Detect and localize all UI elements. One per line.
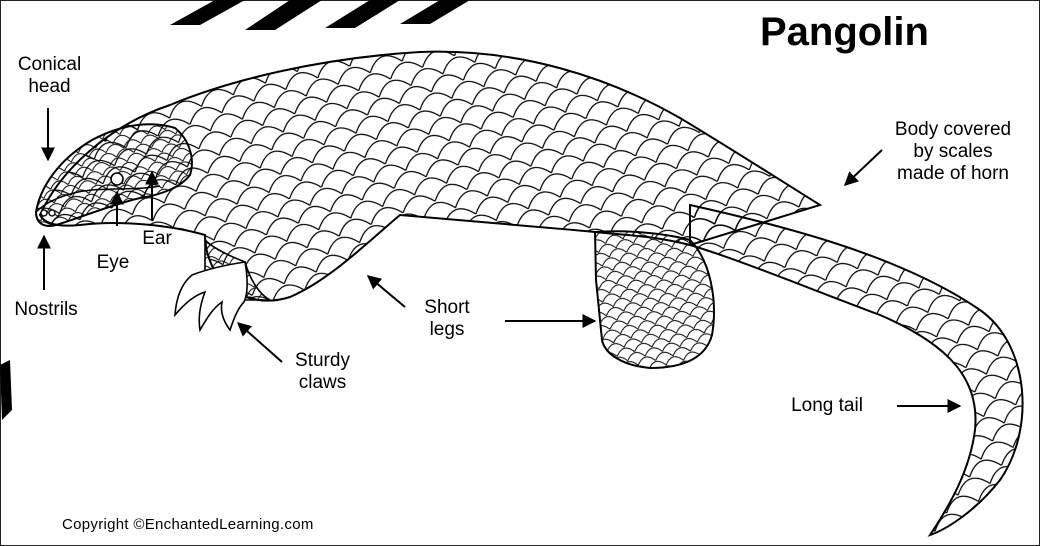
nostril-shape [41,210,47,216]
left-edge-stroke [0,360,12,420]
arrow-short-legs-body [368,276,405,307]
label-conical-head: Conical head [12,54,87,98]
top-band-strokes [170,0,470,30]
label-eye: Eye [88,252,138,274]
hind-leg [595,231,714,368]
label-body-scales: Body covered by scales made of horn [868,119,1038,185]
diagram-title: Pangolin [760,10,929,55]
label-ear: Ear [136,228,178,250]
nostril-shape-2 [49,210,55,216]
arrow-claws [238,323,282,362]
label-sturdy-claws: Sturdy claws [280,350,365,394]
label-long-tail: Long tail [772,395,882,417]
label-short-legs: Short legs [412,297,482,341]
front-claws [175,262,247,330]
label-nostrils: Nostrils [6,299,86,321]
eye-shape [111,173,123,185]
pangolin-tail [690,205,1023,535]
copyright-notice: Copyright ©EnchantedLearning.com [62,516,314,533]
